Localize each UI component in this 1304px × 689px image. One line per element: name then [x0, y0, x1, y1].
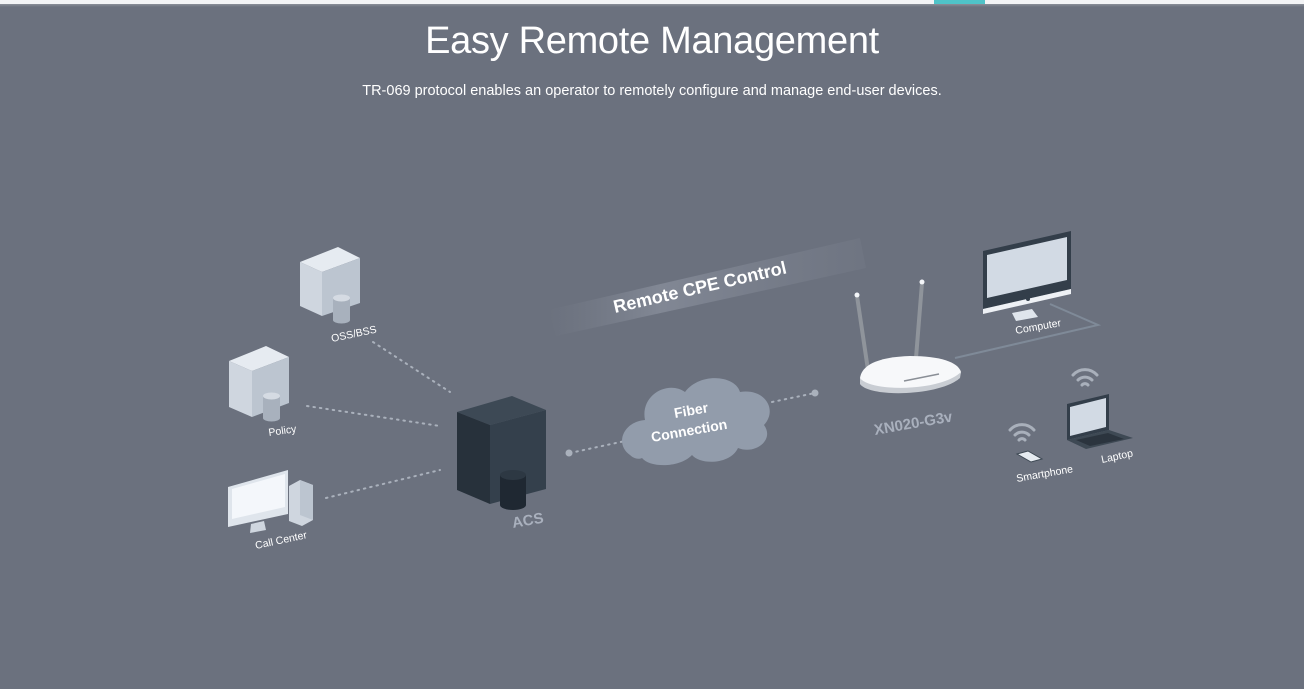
policy-label: Policy: [268, 423, 298, 439]
router-device: XN020-G3v: [854, 279, 961, 439]
page-title: Easy Remote Management: [425, 20, 879, 62]
top-nav-bar: [0, 0, 1304, 4]
antenna: [914, 281, 924, 360]
database-icon: [263, 392, 280, 422]
router-computer-link: [954, 303, 1102, 359]
call-center-label: Call Center: [254, 529, 308, 552]
wifi-icon: [1071, 368, 1099, 387]
database-icon: [333, 294, 350, 324]
nav-shadow: [0, 4, 1304, 7]
active-tab-indicator: [934, 0, 985, 4]
policy-server: Policy: [229, 346, 298, 439]
antenna: [855, 294, 870, 372]
acs-server: ACS: [457, 396, 546, 532]
page-subtitle: TR-069 protocol enables an operator to r…: [362, 83, 942, 99]
oss-bss-server: OSS/BSS: [300, 247, 378, 345]
connection-lines: [306, 341, 816, 499]
router-label: XN020-G3v: [873, 408, 955, 439]
smartphone-device: Smartphone: [1015, 450, 1074, 485]
line-policy-acs: [306, 405, 441, 427]
line-callcenter-acs: [325, 469, 441, 499]
fiber-connection-cloud: Fiber Connection: [622, 378, 770, 466]
line-oss-acs: [372, 341, 451, 393]
laptop-device: Laptop: [1067, 394, 1134, 466]
wifi-icon: [1008, 423, 1036, 442]
line-cloud-router: [771, 392, 816, 403]
acs-label: ACS: [511, 510, 545, 532]
laptop-label: Laptop: [1100, 447, 1134, 465]
line-endpoint-dot: [565, 449, 573, 457]
line-endpoint-dot: [811, 389, 819, 397]
computer-device: Computer: [983, 231, 1071, 337]
line-acs-cloud: [569, 440, 626, 454]
smartphone-label: Smartphone: [1015, 463, 1074, 485]
database-icon: [500, 470, 526, 510]
oss-bss-label: OSS/BSS: [330, 324, 378, 345]
call-center-workstation: Call Center: [228, 470, 313, 552]
cloud-label-line1: Fiber: [673, 399, 710, 421]
remote-cpe-control-banner: Remote CPE Control: [548, 238, 866, 336]
